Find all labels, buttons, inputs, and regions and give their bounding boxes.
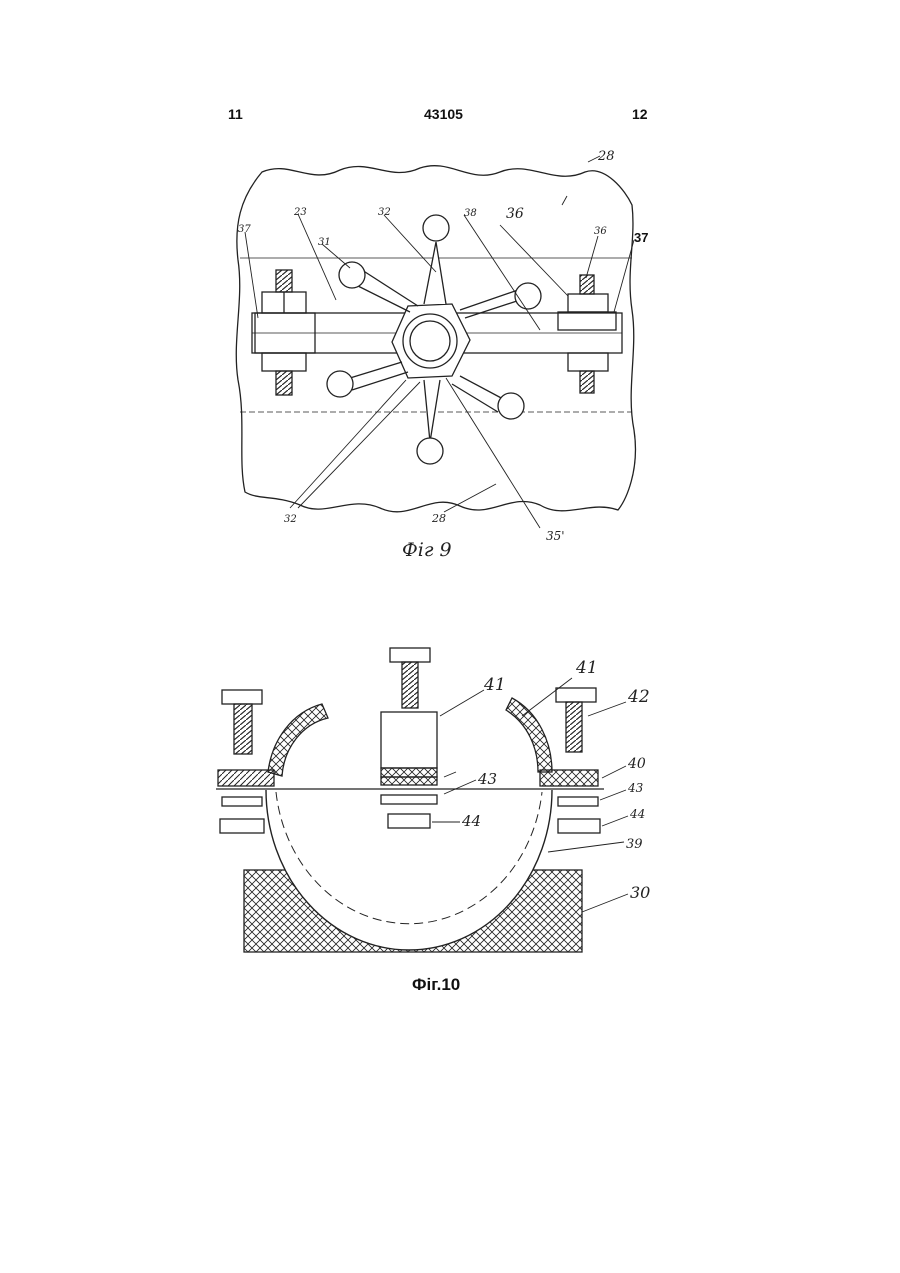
fig9-caption: Фіг 9	[402, 539, 452, 561]
fig9-label-36-bolt: 36	[594, 226, 607, 237]
fig10-label-40: 40	[627, 756, 646, 772]
fig9-label-23: 23	[293, 207, 307, 218]
fig10-label-39: 39	[626, 837, 643, 852]
fig10-label-43-center: 43	[477, 770, 497, 788]
fig10-label-44-center: 44	[461, 812, 481, 830]
fig10-label-41-right: 41	[575, 658, 598, 678]
fig10-label-44-right: 44	[629, 807, 645, 821]
fig9-label-28-top: 28	[597, 149, 615, 164]
fig9-label-28-bottom: 28	[431, 512, 446, 525]
fig9-label-31: 31	[318, 237, 331, 248]
fig9-label-36: 36	[506, 206, 524, 222]
fig10-label-41-center: 41	[483, 675, 506, 695]
fig10-label-30: 30	[630, 883, 650, 902]
fig10-label-42: 42	[627, 687, 650, 707]
fig9-label-37-left: 37	[238, 224, 251, 235]
figure-10	[216, 648, 628, 952]
fig9-label-32-bottom: 32	[284, 514, 297, 525]
fig10-label-43-right: 43	[627, 781, 644, 795]
fig9-label-37-right: 37	[634, 230, 648, 245]
fig9-label-38: 38	[464, 208, 477, 219]
fig9-label-35: 35'	[546, 529, 565, 543]
fig10-caption: Фіг.10	[412, 975, 460, 994]
fig9-label-32-top: 32	[378, 207, 391, 218]
